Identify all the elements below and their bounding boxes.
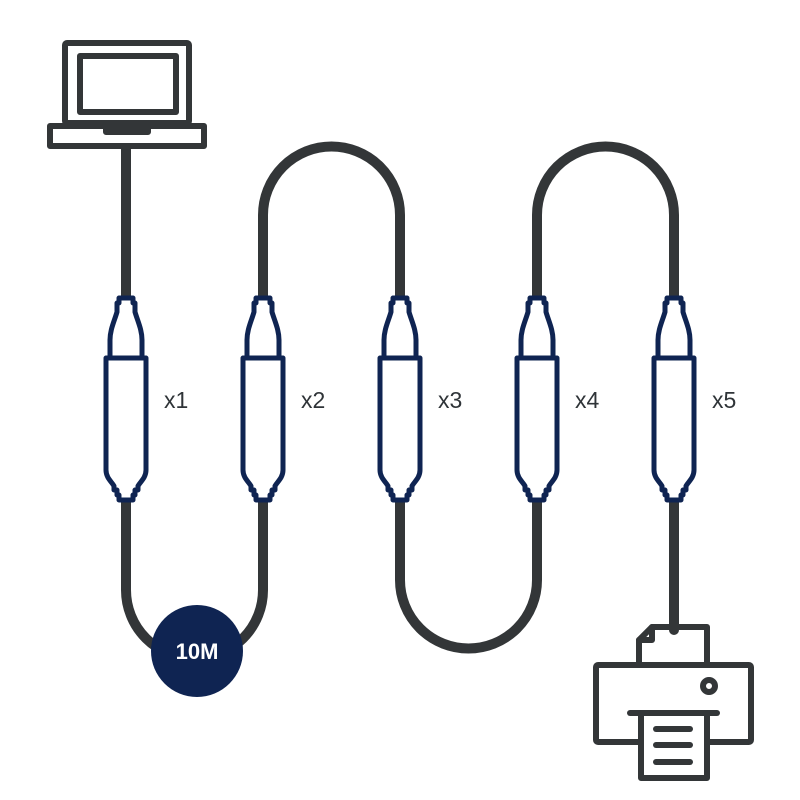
usb-extension-connector: x1 bbox=[103, 295, 188, 503]
length-badge: 10M bbox=[151, 605, 243, 697]
laptop-icon bbox=[47, 40, 207, 149]
connector-outline bbox=[514, 295, 560, 503]
length-badge-text: 10M bbox=[176, 639, 219, 664]
connector-outline bbox=[651, 295, 697, 503]
connector-count-label: x4 bbox=[575, 387, 600, 413]
usb-extension-connector: x3 bbox=[377, 295, 462, 503]
connector-count-label: x5 bbox=[712, 387, 736, 413]
connector-count-label: x2 bbox=[301, 387, 325, 413]
connector-outline bbox=[240, 295, 286, 503]
usb-extension-connector: x2 bbox=[240, 295, 325, 503]
connector-count-label: x1 bbox=[164, 387, 188, 413]
connector-count-label: x3 bbox=[438, 387, 462, 413]
printer-icon bbox=[593, 624, 754, 781]
connector-outline bbox=[103, 295, 149, 503]
usb-extension-connector: x4 bbox=[514, 295, 600, 503]
connector-outline bbox=[377, 295, 423, 503]
usb-extension-connector: x5 bbox=[651, 295, 736, 503]
